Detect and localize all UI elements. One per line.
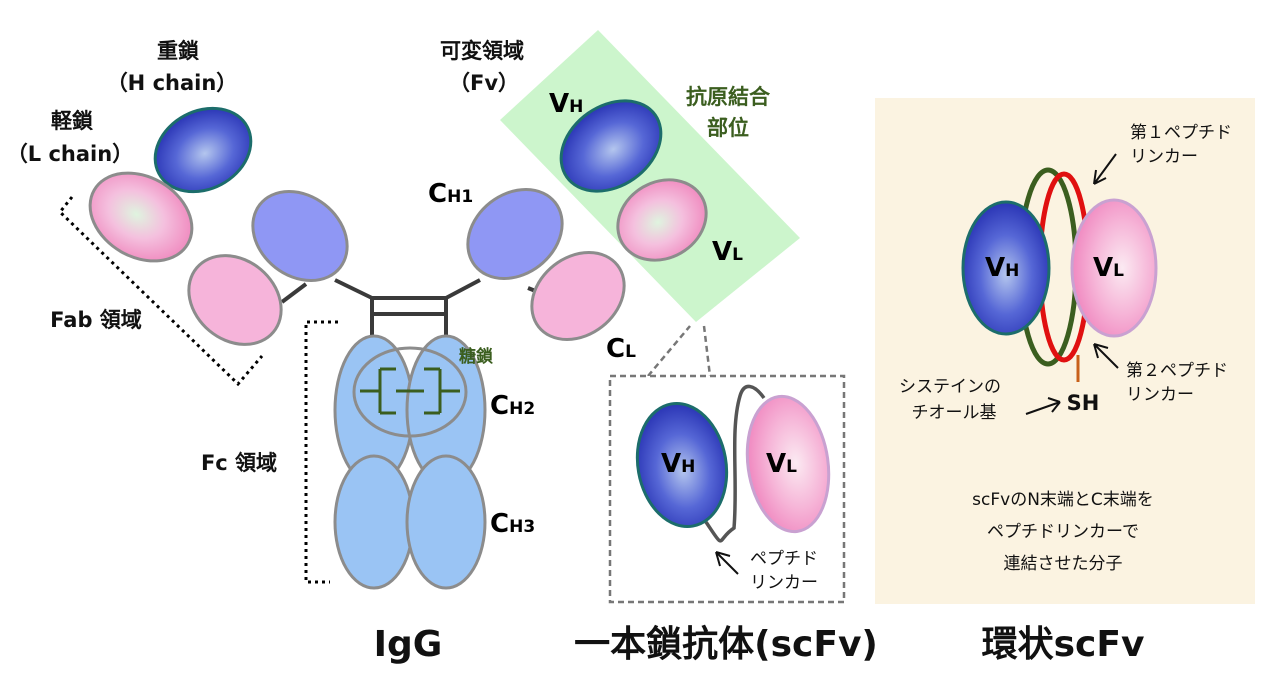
heavy-chain-label-1: 重鎖 [157,39,200,63]
light-chain-label-1: 軽鎖 [51,109,94,133]
antigen-binding-label-2: 部位 [707,116,749,140]
ch1-domain-left [251,190,349,282]
sh-label: SH [1067,391,1100,415]
scfv-vh-domain [635,401,729,529]
scfv-vl-label: VL [766,449,797,479]
vh-domain-left [153,106,253,194]
antigen-binding-site-highlight [500,30,800,322]
hinge-disulfide-bonds [280,278,549,345]
thiol-label-1: システインの [899,377,1001,397]
first-linker-label-2: リンカー [1130,147,1198,167]
fab-region-label: Fab 領域 [50,308,142,332]
thiol-arrow [1025,397,1061,415]
scfv-linker-label-1: ペプチド [750,549,818,569]
scfv-vh-label: VH [661,449,695,479]
cyclic-vl-label: VL [1093,253,1124,283]
zoom-connector [647,325,712,377]
scfv-linker-label-2: リンカー [750,573,818,593]
fc-region-label: Fc 領域 [201,451,277,475]
light-chain-label-2: （L chain） [7,142,133,166]
fc-bracket [304,320,338,584]
scfv-linker-arrow [715,551,739,575]
cyclic-description-2: ペプチドリンカーで [987,522,1139,542]
cl-domain-right [530,251,626,341]
cyclic-vh-domain [961,200,1051,336]
sugar-chain-label: 糖鎖 [459,346,494,367]
ch3-label: CH3 [490,509,535,539]
ch2-label: CH2 [490,391,535,421]
antigen-binding-label-1: 抗原結合 [686,85,771,109]
fc-domains [333,334,487,590]
scfv-peptide-linker [704,384,766,543]
vh-label-right: VH [549,89,583,119]
second-linker-label-1: 第２ペプチド [1126,361,1228,381]
cl-domain-left [187,254,283,346]
fab-bracket [57,196,264,387]
cyclic-background [875,98,1255,604]
ch3-domain-right [405,454,487,590]
vl-domain-right [616,178,708,262]
cyclic-scfv-panel: VH VL 第１ペプチド リンカー 第２ペプチド リンカー システインの チオー… [875,98,1255,665]
vl-label-right: VL [712,237,743,267]
ch1-domain-right [466,188,564,280]
cyclic-vh-label: VH [985,253,1019,283]
scfv-caption: 一本鎖抗体(scFv) [574,623,878,665]
second-linker-label-2: リンカー [1126,385,1194,405]
variable-region-label-1: 可変領域 [440,39,524,63]
ch1-label: CH1 [428,179,473,209]
sugar-chain-icon [352,346,468,438]
first-linker-label-1: 第１ペプチド [1130,123,1232,143]
first-linker-arrow [1093,153,1117,185]
thiol-label-2: チオール基 [912,403,997,423]
variable-region-label-2: （Fv） [449,71,519,95]
cyclic-description-3: 連結させた分子 [1004,554,1123,574]
ch3-domain-left [333,454,415,590]
vl-domain-left [88,171,194,263]
scfv-vl-domain [745,394,831,534]
scfv-panel: VH VL ペプチド リンカー 一本鎖抗体(scFv) [574,325,878,665]
cyclic-description-1: scFvのN末端とC末端を [972,490,1154,510]
cyclic-vl-domain [1070,198,1158,338]
vh-domain-right [559,99,663,193]
igg-structure: 重鎖 （H chain） 軽鎖 （L chain） 可変領域 （Fv） 抗原結合… [7,30,800,665]
second-linker-arrow [1093,343,1119,369]
cl-label: CL [606,334,636,364]
heavy-chain-label-2: （H chain） [107,71,238,95]
cyclic-caption: 環状scFv [982,624,1145,665]
igg-caption: IgG [374,624,443,665]
